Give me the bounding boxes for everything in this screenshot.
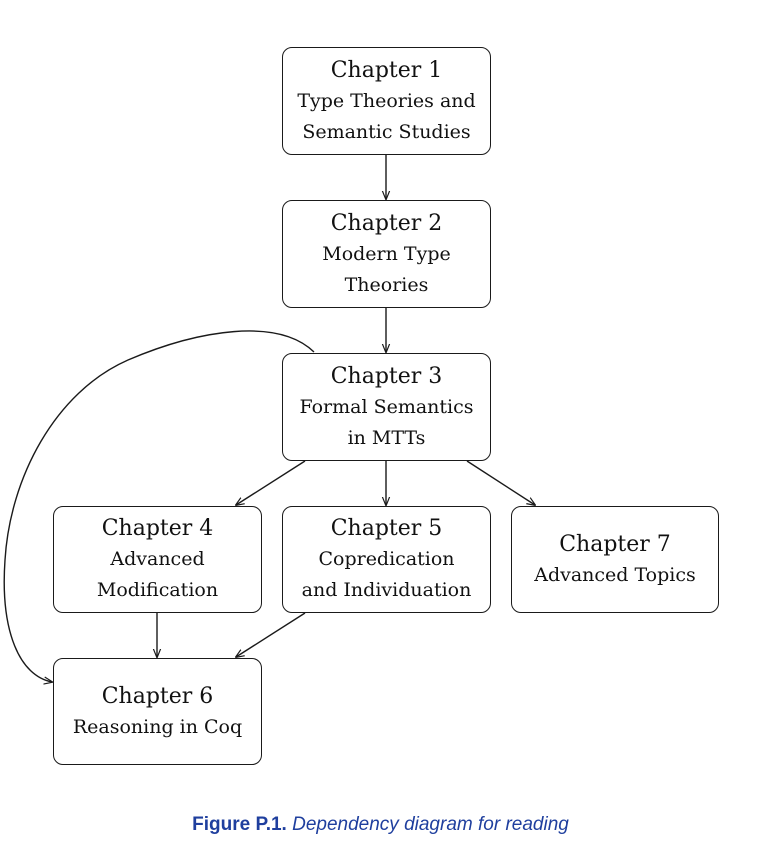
figure-label: Figure P.1. (192, 814, 287, 835)
edge-ch5-ch6 (236, 612, 306, 657)
chapter-5-line-2: and Individuation (301, 579, 472, 601)
chapter-2-line-2: Theories (344, 273, 429, 296)
chapter-2-title: Chapter 2 (330, 210, 443, 236)
chapter-6-title: Chapter 6 (101, 683, 214, 709)
chapter-1-title: Chapter 1 (330, 57, 443, 83)
chapter-1-line-1: Type Theories and (297, 89, 476, 112)
chapter-3-line-1: Formal Semantics (299, 395, 474, 418)
figure-caption: Figure P.1. Dependency diagram for readi… (0, 814, 761, 836)
figure-caption-text: Dependency diagram for reading (292, 814, 569, 835)
chapter-4-title: Chapter 4 (101, 516, 214, 541)
chapter-3-title: Chapter 3 (330, 363, 443, 389)
chapter-4-line-1: Advanced (110, 548, 205, 570)
chapter-6-node: Chapter 6 Reasoning in Coq (53, 658, 262, 765)
chapter-5-title: Chapter 5 (330, 516, 443, 541)
chapter-3-node: Chapter 3 Formal Semantics in MTTs (282, 353, 491, 461)
chapter-7-node: Chapter 7 Advanced Topics (511, 506, 719, 613)
chapter-6-line-1: Reasoning in Coq (72, 715, 243, 738)
chapter-2-line-1: Modern Type (322, 242, 451, 265)
chapter-4-node: Chapter 4 Advanced Modification (53, 506, 262, 613)
chapter-7-line-1: Advanced Topics (534, 563, 696, 586)
chapter-1-node: Chapter 1 Type Theories and Semantic Stu… (282, 47, 491, 155)
chapter-5-line-1: Copredication (318, 548, 455, 570)
edge-ch3-ch7 (466, 460, 535, 505)
edge-ch3-ch4 (236, 460, 306, 505)
chapter-2-node: Chapter 2 Modern Type Theories (282, 200, 491, 308)
chapter-3-line-2: in MTTs (347, 426, 426, 449)
chapter-7-title: Chapter 7 (559, 531, 671, 557)
edge-ch3-ch6-curve (3, 330, 315, 682)
chapter-5-node: Chapter 5 Copredication and Individuatio… (282, 506, 491, 613)
chapter-1-line-2: Semantic Studies (302, 120, 471, 143)
chapter-4-line-2: Modification (96, 579, 219, 601)
